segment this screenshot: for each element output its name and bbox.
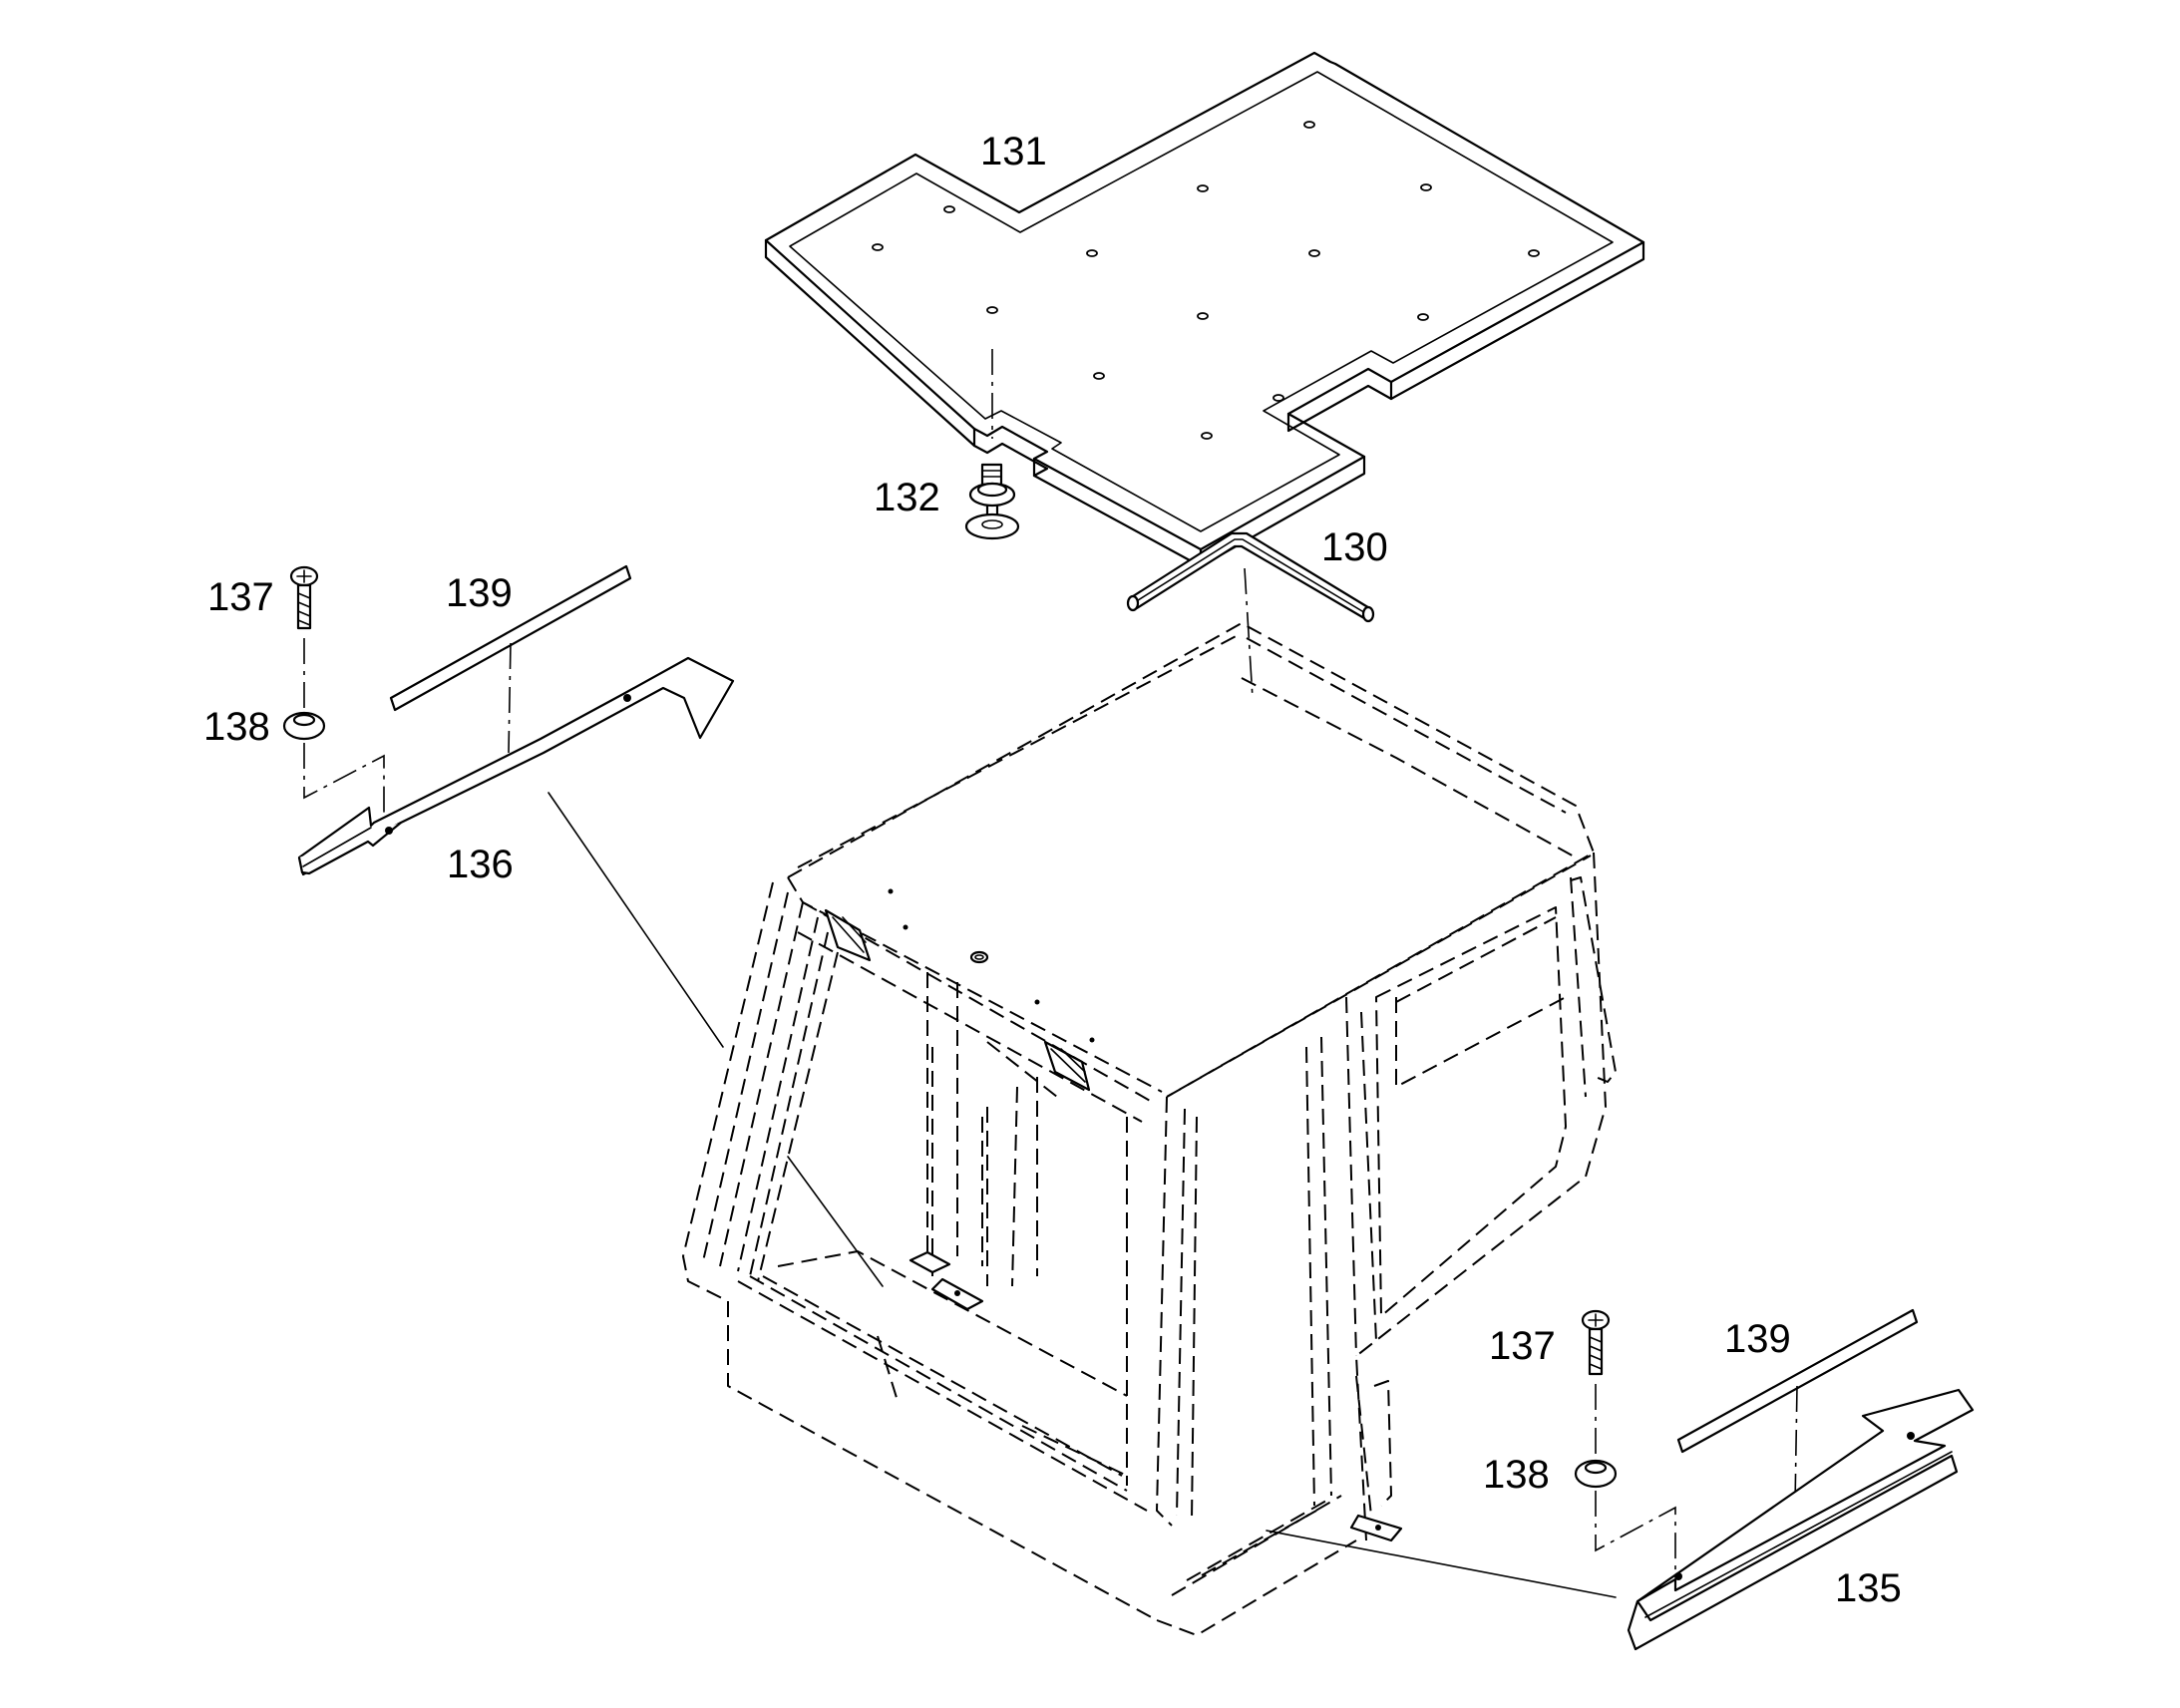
label-131: 131 — [980, 130, 1047, 173]
leader-136 — [547, 792, 724, 1048]
label-132: 132 — [874, 476, 940, 519]
leader-136-lower — [787, 1156, 884, 1287]
label-136: 136 — [447, 843, 514, 886]
cab-body — [682, 622, 1617, 1636]
part-138-left-washer — [282, 638, 385, 818]
part-130-trim-strip — [1126, 531, 1375, 699]
part-136-left-cover — [297, 656, 735, 876]
label-137-left: 137 — [207, 575, 274, 619]
label-130: 130 — [1321, 525, 1388, 569]
part-131-floor-mat — [764, 51, 1645, 568]
part-135-right-cover — [1627, 1388, 1975, 1651]
label-138-right: 138 — [1483, 1453, 1550, 1497]
cab-roof-details — [824, 888, 1403, 1542]
part-139-left-strip — [389, 564, 632, 754]
part-137-left-screw — [289, 565, 319, 630]
label-139-left: 139 — [446, 571, 513, 615]
label-135: 135 — [1835, 1566, 1902, 1610]
part-139-right-strip — [1676, 1308, 1919, 1507]
part-138-right-washer — [1574, 1384, 1676, 1575]
leader-135 — [1266, 1530, 1617, 1598]
part-137-right-screw — [1581, 1309, 1611, 1376]
label-137-right: 137 — [1489, 1324, 1556, 1368]
label-139-right: 139 — [1724, 1317, 1791, 1361]
part-132-push-fastener — [964, 463, 1020, 540]
label-138-left: 138 — [203, 705, 270, 749]
